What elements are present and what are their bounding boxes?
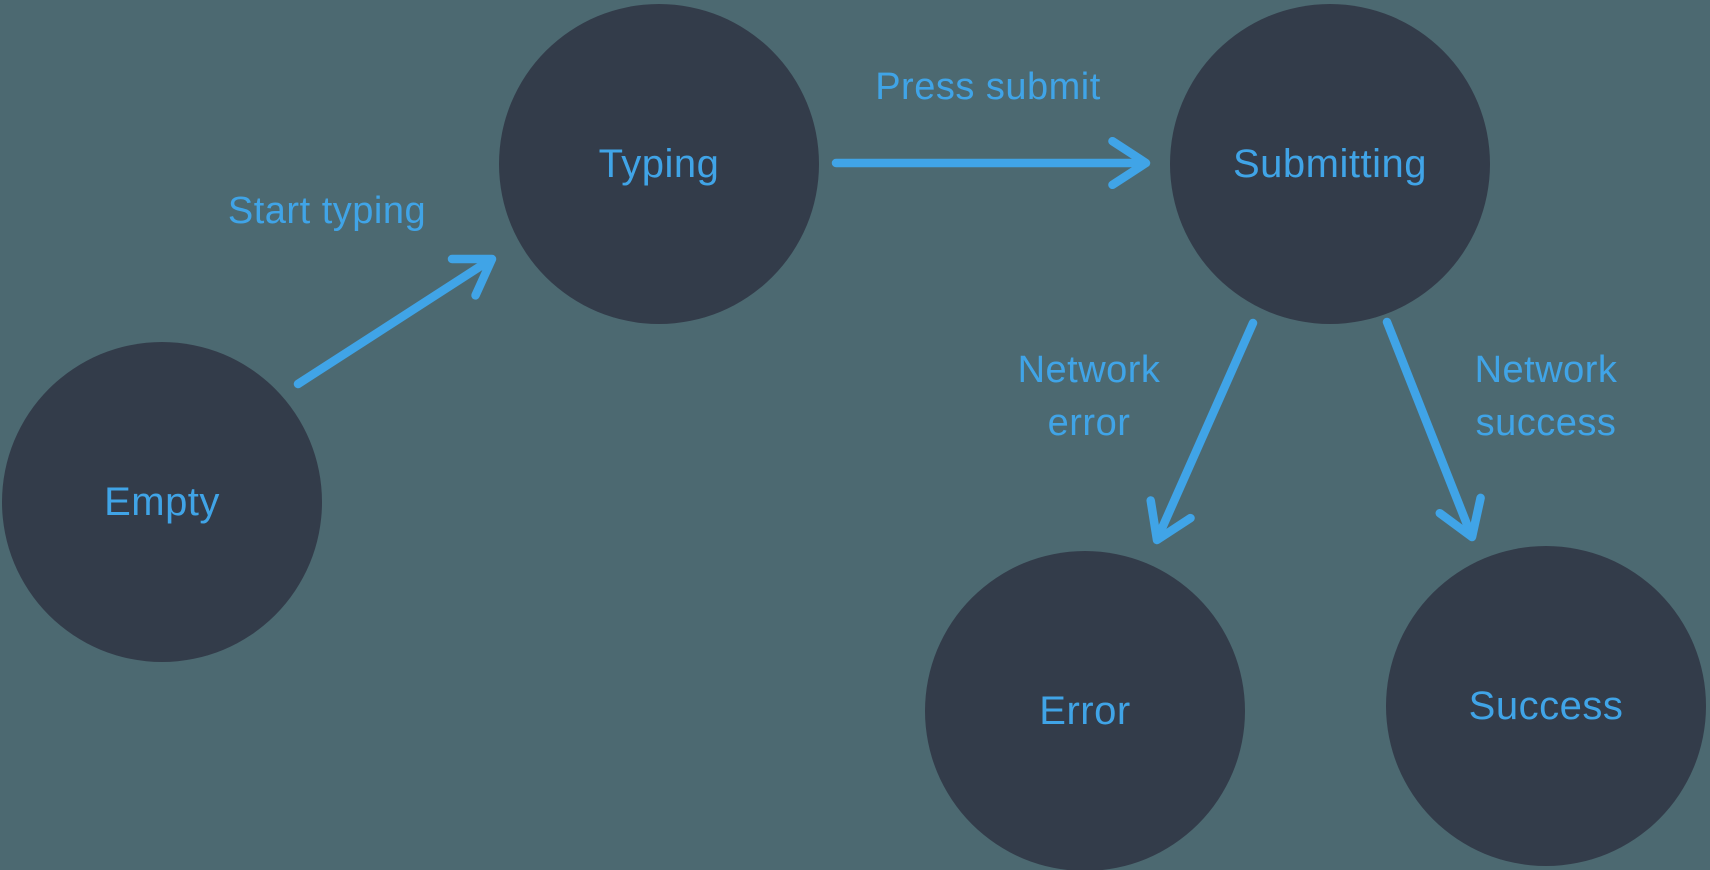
node-success: Success xyxy=(1386,546,1706,866)
edge-label-network-error: Network error xyxy=(1017,349,1161,444)
edge-arrow-press-submit xyxy=(831,136,1151,190)
edge-label-start-typing: Start typing xyxy=(227,190,427,232)
node-typing: Typing xyxy=(499,4,819,324)
edge-label-network-success: Network success xyxy=(1474,349,1618,444)
edge-arrow-network-error xyxy=(1146,318,1258,545)
node-typing-label: Typing xyxy=(598,141,720,186)
edge-label-press-submit: Press submit xyxy=(875,66,1101,108)
edge-arrow-start-typing xyxy=(293,254,497,389)
node-submitting: Submitting xyxy=(1170,4,1490,324)
node-error-label: Error xyxy=(1039,688,1131,733)
node-success-label: Success xyxy=(1468,683,1624,728)
node-submitting-label: Submitting xyxy=(1233,141,1427,186)
node-empty: Empty xyxy=(2,342,322,662)
node-error: Error xyxy=(925,551,1245,870)
edge-arrow-network-success xyxy=(1382,317,1485,542)
node-empty-label: Empty xyxy=(104,479,220,524)
